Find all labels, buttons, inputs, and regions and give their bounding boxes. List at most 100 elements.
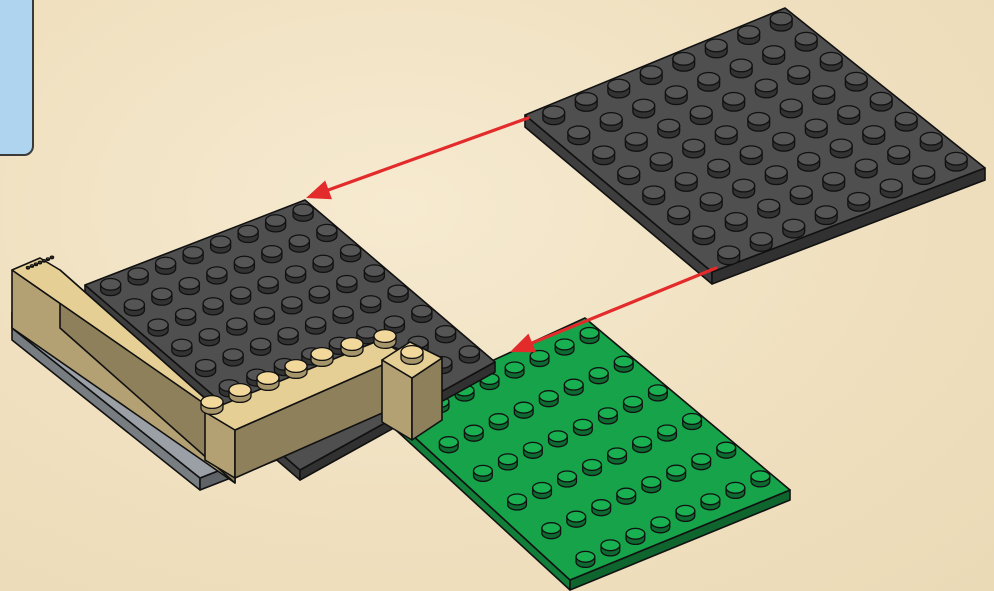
dark-new-stud: [758, 199, 780, 218]
green-stud: [717, 442, 736, 458]
tan-front-stud: [201, 396, 223, 415]
dark-new-stud: [708, 159, 730, 178]
green-stud: [642, 477, 661, 493]
dark-new-stud: [845, 72, 867, 91]
green-stud: [624, 396, 643, 412]
green-stud: [589, 368, 608, 384]
dark-placed-stud: [156, 257, 176, 274]
green-stud: [542, 523, 561, 539]
dark-new-stud: [763, 46, 785, 65]
dark-placed-stud: [196, 359, 216, 376]
dark-placed-stud: [341, 245, 361, 262]
dark-new-stud: [750, 233, 772, 252]
dark-new-stud: [813, 86, 835, 105]
dark-new-stud: [693, 226, 715, 245]
arrow-to-green-plate: [510, 268, 716, 352]
dark-new-stud: [543, 106, 565, 125]
green-stud: [683, 414, 702, 430]
dark-new-stud: [798, 153, 820, 172]
dark-placed-stud: [199, 329, 219, 346]
green-stud: [580, 328, 599, 344]
green-stud: [539, 391, 558, 407]
green-stud: [464, 425, 483, 441]
green-stud: [564, 379, 583, 395]
green-stud: [692, 454, 711, 470]
green-stud: [651, 517, 670, 533]
dark-new-stud: [725, 213, 747, 232]
dark-placed-stud: [293, 204, 313, 221]
dark-placed-stud: [266, 215, 286, 232]
dark-new-stud: [665, 86, 687, 105]
green-stud: [701, 494, 720, 510]
green-stud: [649, 385, 668, 401]
dark-placed-stud: [203, 298, 223, 315]
dark-new-stud: [658, 119, 680, 138]
dark-placed-stud: [254, 307, 274, 324]
tan-long-stud: [35, 263, 38, 266]
dark-placed-stud: [306, 317, 326, 334]
tan-front-stud: [374, 330, 396, 349]
dark-new-stud: [600, 113, 622, 132]
dark-gray-plate-new: [525, 8, 985, 284]
dark-placed-stud: [251, 338, 271, 355]
dark-placed-stud: [238, 225, 258, 242]
green-stud: [751, 471, 770, 487]
tan-front-stud: [401, 346, 423, 365]
dark-new-stud: [795, 32, 817, 51]
dark-new-stud: [690, 106, 712, 125]
tan-long-stud: [31, 265, 34, 268]
dark-new-stud: [920, 132, 942, 151]
dark-placed-stud: [412, 305, 432, 322]
dark-placed-stud: [211, 236, 231, 253]
dark-new-stud: [698, 73, 720, 92]
green-stud: [601, 540, 620, 556]
dark-new-stud: [675, 173, 697, 192]
dark-plate-new-top-face: [525, 8, 985, 272]
dark-new-stud: [650, 153, 672, 172]
dark-new-stud: [730, 59, 752, 78]
dark-new-stud: [618, 166, 640, 185]
green-stud: [633, 437, 652, 453]
dark-placed-stud: [309, 286, 329, 303]
green-stud: [667, 465, 686, 481]
green-stud: [576, 551, 595, 567]
dark-placed-stud: [282, 297, 302, 314]
dark-new-stud: [593, 146, 615, 165]
green-stud: [439, 437, 458, 453]
green-stud: [626, 528, 645, 544]
dark-new-stud: [633, 99, 655, 118]
dark-new-stud: [683, 139, 705, 158]
dark-new-stud: [820, 52, 842, 71]
dark-placed-stud: [459, 346, 479, 363]
dark-placed-stud: [262, 246, 282, 263]
dark-placed-stud: [333, 306, 353, 323]
dark-new-stud: [705, 39, 727, 58]
dark-new-stud: [863, 126, 885, 145]
dark-new-stud: [848, 193, 870, 212]
dark-new-stud: [870, 92, 892, 111]
dark-new-stud: [740, 146, 762, 165]
tan-long-stud: [39, 261, 42, 264]
dark-new-stud: [733, 179, 755, 198]
dark-placed-stud: [124, 299, 144, 316]
dark-placed-stud: [364, 265, 384, 282]
green-stud: [567, 511, 586, 527]
dark-placed-stud: [179, 277, 199, 294]
dark-new-stud: [823, 173, 845, 192]
dark-placed-stud: [176, 308, 196, 325]
tan-front-stud: [341, 338, 363, 357]
green-stud: [658, 425, 677, 441]
green-stud: [608, 448, 627, 464]
dark-new-stud: [700, 193, 722, 212]
dark-placed-stud: [172, 339, 192, 356]
green-stud: [530, 351, 549, 367]
green-stud: [549, 431, 568, 447]
dark-new-stud: [913, 166, 935, 185]
dark-new-stud: [643, 186, 665, 205]
dark-new-stud: [723, 93, 745, 112]
green-stud: [599, 408, 618, 424]
green-stud: [574, 419, 593, 435]
dark-new-stud: [673, 53, 695, 72]
